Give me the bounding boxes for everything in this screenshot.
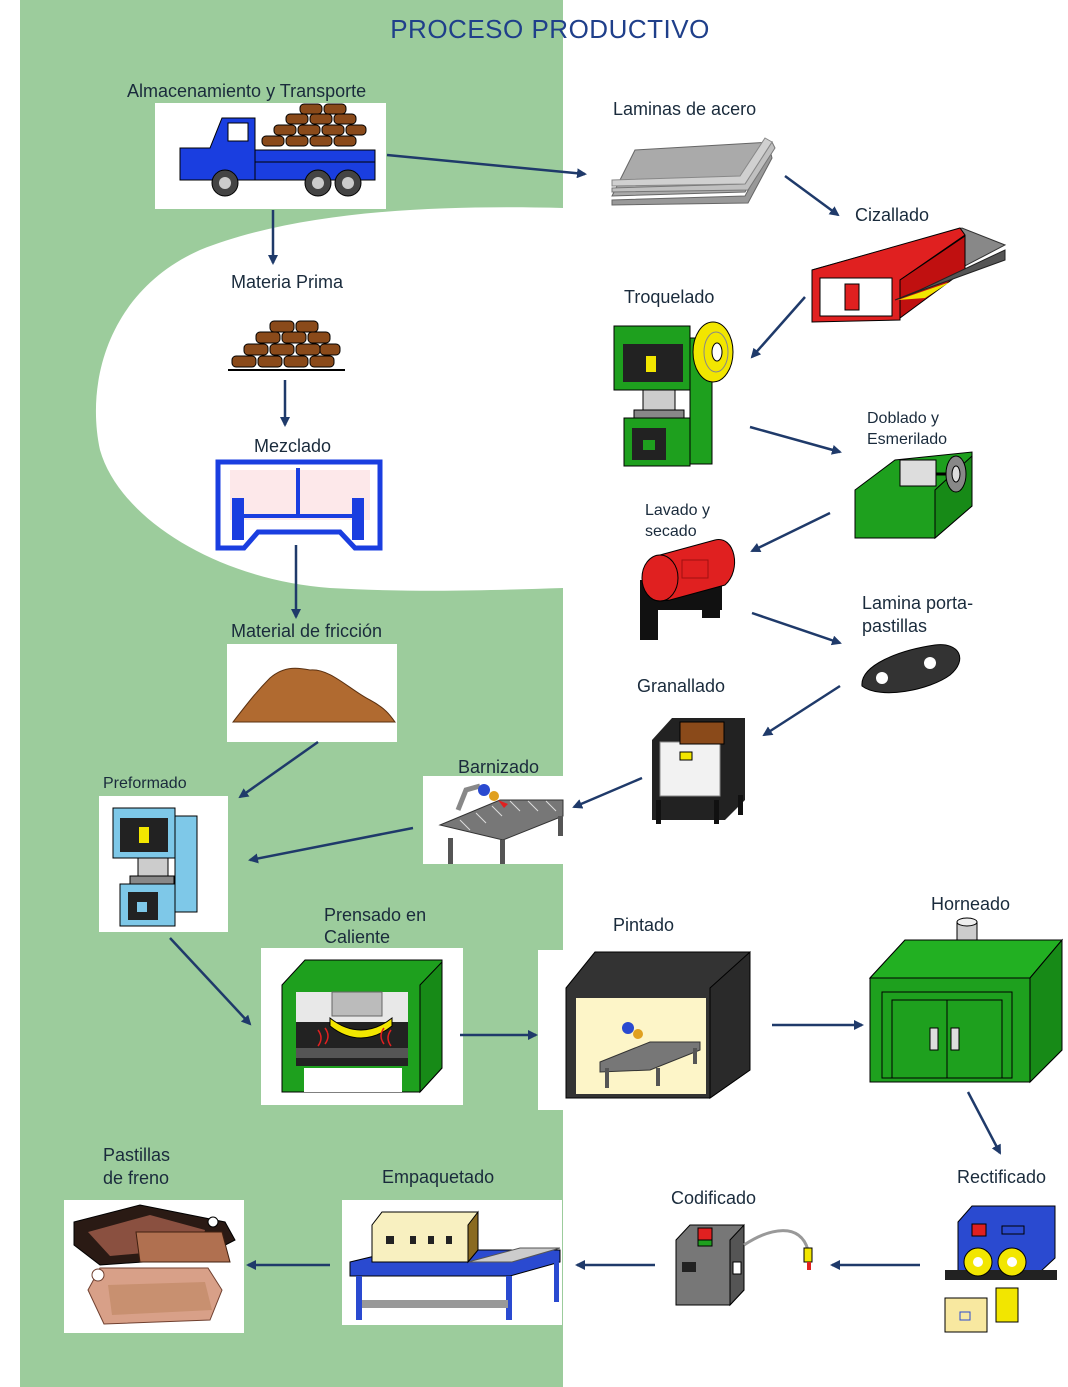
label-materia-prima: Materia Prima <box>231 272 344 292</box>
truck-icon <box>155 103 386 209</box>
label-pastillas-1: Pastillas <box>103 1145 171 1165</box>
bending-grinding-icon <box>854 451 973 540</box>
label-almacenamiento: Almacenamiento y Transporte <box>127 81 367 101</box>
shot-blasting-icon <box>652 718 745 824</box>
label-mezclado: Mezclado <box>254 436 332 456</box>
backing-plate-icon <box>861 644 961 694</box>
coding-machine-icon <box>675 1223 813 1307</box>
label-prensado-1: Prensado en <box>324 905 427 925</box>
label-cizallado: Cizallado <box>855 205 930 225</box>
packaging-machine-icon <box>342 1200 562 1325</box>
mixer-icon <box>215 459 383 551</box>
preform-press-icon <box>99 796 228 932</box>
label-pintado: Pintado <box>613 915 675 935</box>
label-pastillas-2: de freno <box>103 1168 170 1188</box>
label-rectificado: Rectificado <box>957 1167 1047 1187</box>
label-lavado-1: Lavado y <box>645 502 710 519</box>
label-empaquetado: Empaquetado <box>382 1167 495 1187</box>
varnish-conveyor-icon <box>423 776 564 864</box>
label-lamina-porta-2: pastillas <box>862 616 928 636</box>
label-doblado-1: Doblado y <box>867 410 940 427</box>
label-doblado-2: Esmerilado <box>867 431 948 448</box>
label-preformado: Preformado <box>103 775 187 792</box>
label-material-friccion: Material de fricción <box>231 621 383 641</box>
oven-icon <box>868 917 1064 1084</box>
die-cutting-press-icon <box>613 321 734 467</box>
label-prensado-2: Caliente <box>324 927 391 947</box>
hot-press-icon <box>261 948 463 1105</box>
label-horneado: Horneado <box>931 894 1011 914</box>
grinding-machine-icon <box>944 1205 1057 1333</box>
brake-pads-icon <box>64 1200 244 1333</box>
label-barnizado: Barnizado <box>458 757 540 777</box>
flow-arrows <box>169 153 1002 1270</box>
background-band <box>20 0 564 1387</box>
wash-dry-drum-icon <box>640 539 735 640</box>
label-lavado-2: secado <box>645 523 697 540</box>
label-codificado: Codificado <box>671 1188 757 1208</box>
label-troquelado: Troquelado <box>624 287 715 307</box>
paint-booth-icon <box>538 950 760 1110</box>
diagram-title: PROCESO PRODUCTIVO <box>390 14 710 44</box>
friction-material-icon <box>227 644 397 742</box>
label-granallado: Granallado <box>637 676 726 696</box>
label-lamina-porta-1: Lamina porta- <box>862 593 974 613</box>
shear-machine-icon <box>811 227 1007 323</box>
steel-sheets-icon <box>611 137 776 206</box>
label-laminas: Laminas de acero <box>613 99 757 119</box>
raw-material-icon <box>228 320 345 371</box>
